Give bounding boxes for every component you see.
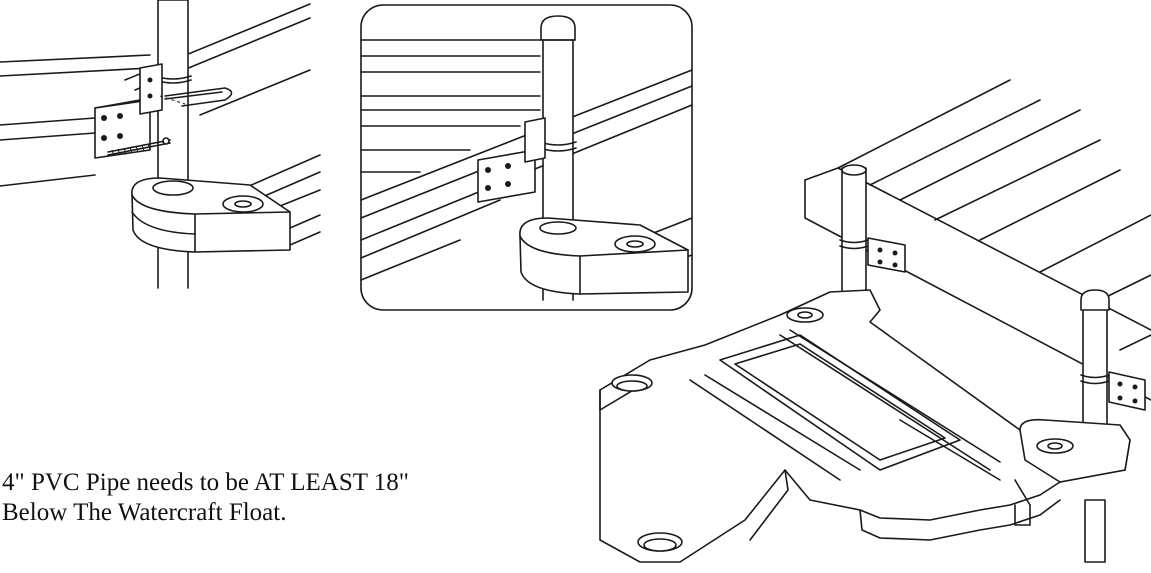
- left-lag-screw: [107, 137, 171, 157]
- center-detail-panel: [360, 4, 693, 311]
- left-bracket: [94, 63, 163, 159]
- right-pvc-pipe-back: [839, 164, 906, 299]
- left-float-collar: [131, 177, 291, 253]
- note-line-2: Below The Watercraft Float.: [2, 499, 287, 526]
- center-float-collar: [519, 217, 689, 295]
- left-detail-panel: [0, 0, 321, 289]
- right-watercraft-float: [599, 289, 1131, 563]
- center-pvc-pipe: [539, 15, 577, 301]
- left-u-bolt: [159, 87, 233, 107]
- right-overview-panel: [599, 79, 1151, 563]
- right-dock-deck: [804, 79, 1151, 401]
- note-line-1: 4" PVC Pipe needs to be AT LEAST 18": [2, 469, 409, 496]
- center-dock-boards: [360, 39, 693, 281]
- right-pvc-pipe-front: [1080, 289, 1146, 563]
- pipe-depth-note: 4" PVC Pipe needs to be AT LEAST 18" Bel…: [2, 468, 422, 528]
- center-bracket: [477, 117, 546, 203]
